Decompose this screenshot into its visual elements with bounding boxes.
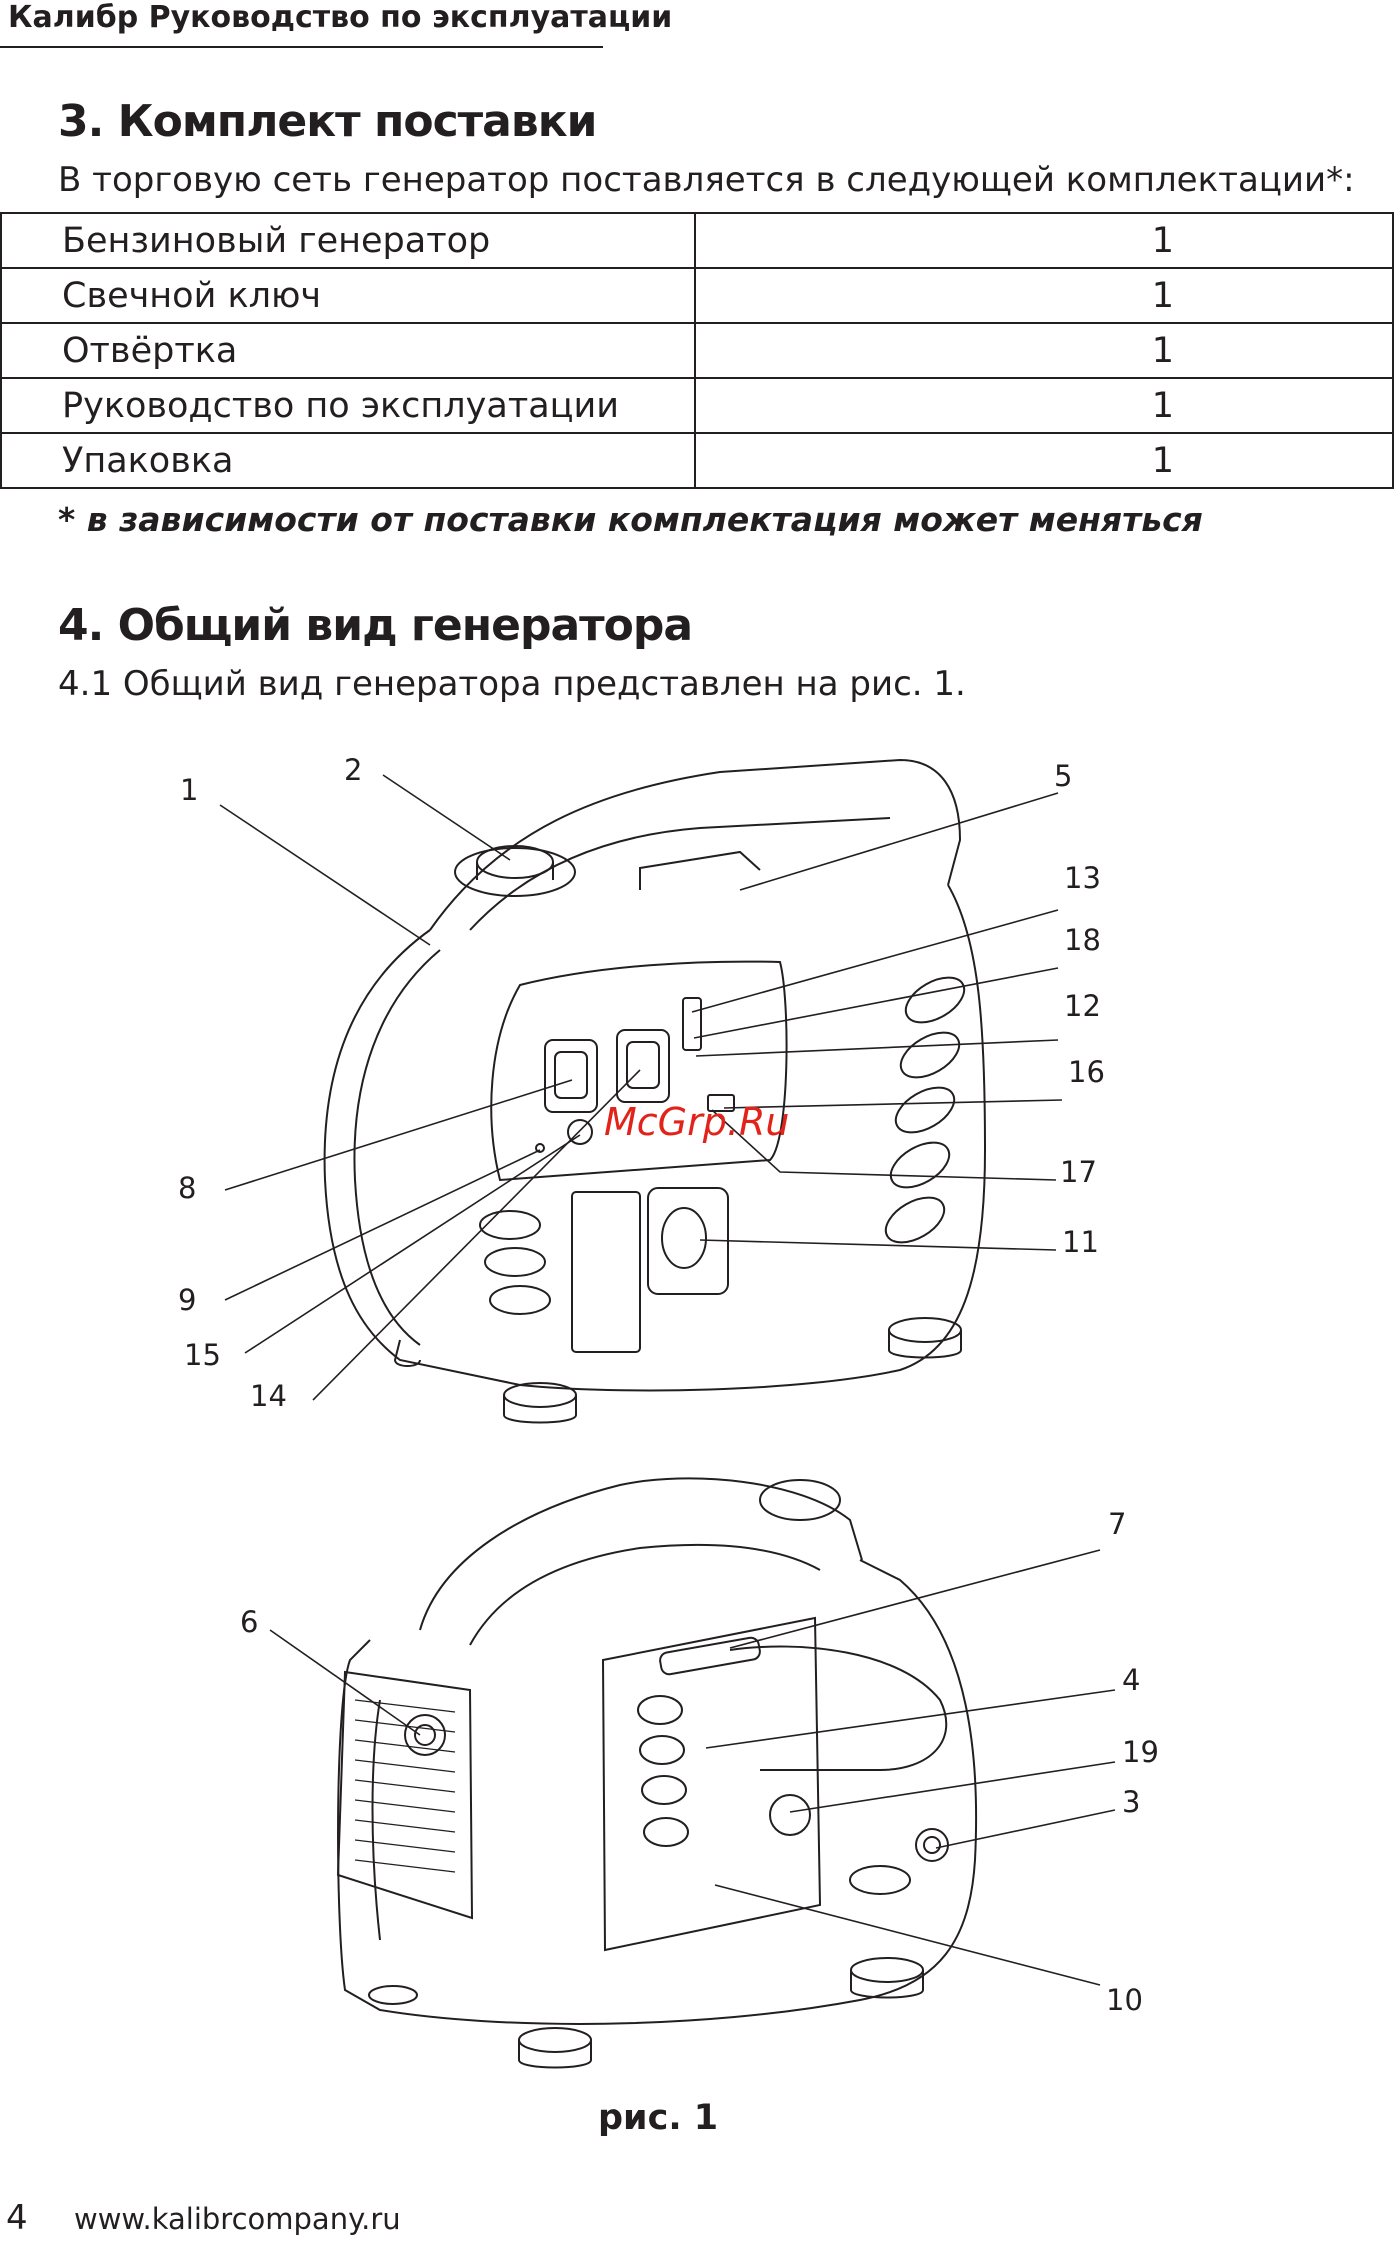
callout-5: 5 xyxy=(1054,759,1072,793)
page-number: 4 xyxy=(6,2198,28,2238)
watermark: McGrp.Ru xyxy=(604,1100,790,1144)
callout-13: 13 xyxy=(1064,861,1101,895)
running-header-title: Калибр Руководство по эксплуатации xyxy=(8,0,673,35)
item-qty: 1 xyxy=(694,212,1394,269)
leader-lines-top xyxy=(219,774,1063,1401)
callout-3: 3 xyxy=(1122,1785,1140,1819)
callout-19: 19 xyxy=(1122,1735,1159,1769)
table-row: Руководство по эксплуатации 1 xyxy=(0,377,1394,434)
item-name: Руководство по эксплуатации xyxy=(0,377,696,434)
table-row: Бензиновый генератор 1 xyxy=(0,212,1394,269)
callout-9: 9 xyxy=(178,1283,196,1317)
table-row: Упаковка 1 xyxy=(0,432,1394,489)
section-3-intro: В торговую сеть генератор поставляется в… xyxy=(58,160,1355,200)
callout-15: 15 xyxy=(184,1338,221,1372)
section-3-title: 3. Комплект поставки xyxy=(58,96,597,147)
callout-11: 11 xyxy=(1062,1225,1099,1259)
callout-10: 10 xyxy=(1106,1983,1143,2017)
item-name: Упаковка xyxy=(0,432,696,489)
callout-18: 18 xyxy=(1064,923,1101,957)
callout-2: 2 xyxy=(344,753,362,787)
item-qty: 1 xyxy=(694,432,1394,489)
table-footnote: * в зависимости от поставки комплектация… xyxy=(58,500,1203,539)
table-row: Отвёртка 1 xyxy=(0,322,1394,379)
item-name: Бензиновый генератор xyxy=(0,212,696,269)
table-row: Свечной ключ 1 xyxy=(0,267,1394,324)
callout-17: 17 xyxy=(1060,1155,1097,1189)
section-4-title: 4. Общий вид генератора xyxy=(58,600,693,651)
generator-rear-drawing xyxy=(336,1477,978,2069)
callout-4: 4 xyxy=(1122,1663,1140,1697)
callout-7: 7 xyxy=(1108,1507,1126,1541)
item-name: Свечной ключ xyxy=(0,267,696,324)
figure-caption: рис. 1 xyxy=(598,2098,719,2138)
header-divider xyxy=(0,46,603,48)
item-qty: 1 xyxy=(694,377,1394,434)
generator-front-drawing xyxy=(323,758,987,1424)
delivery-set-table: Бензиновый генератор 1 Свечной ключ 1 От… xyxy=(0,212,1394,489)
callout-1: 1 xyxy=(180,773,198,807)
item-name: Отвёртка xyxy=(0,322,696,379)
section-4-text: 4.1 Общий вид генератора представлен на … xyxy=(58,664,966,704)
callout-8: 8 xyxy=(178,1171,196,1205)
leader-lines-bottom xyxy=(269,1549,1116,1986)
item-qty: 1 xyxy=(694,322,1394,379)
callout-14: 14 xyxy=(250,1379,287,1413)
callout-16: 16 xyxy=(1068,1055,1105,1089)
callout-12: 12 xyxy=(1064,989,1101,1023)
item-qty: 1 xyxy=(694,267,1394,324)
callout-numbers: 1 2 5 13 18 12 16 17 11 8 9 15 14 7 6 4 … xyxy=(178,753,1159,2017)
footer-url: www.kalibrcompany.ru xyxy=(74,2202,401,2236)
callout-6: 6 xyxy=(240,1605,258,1639)
